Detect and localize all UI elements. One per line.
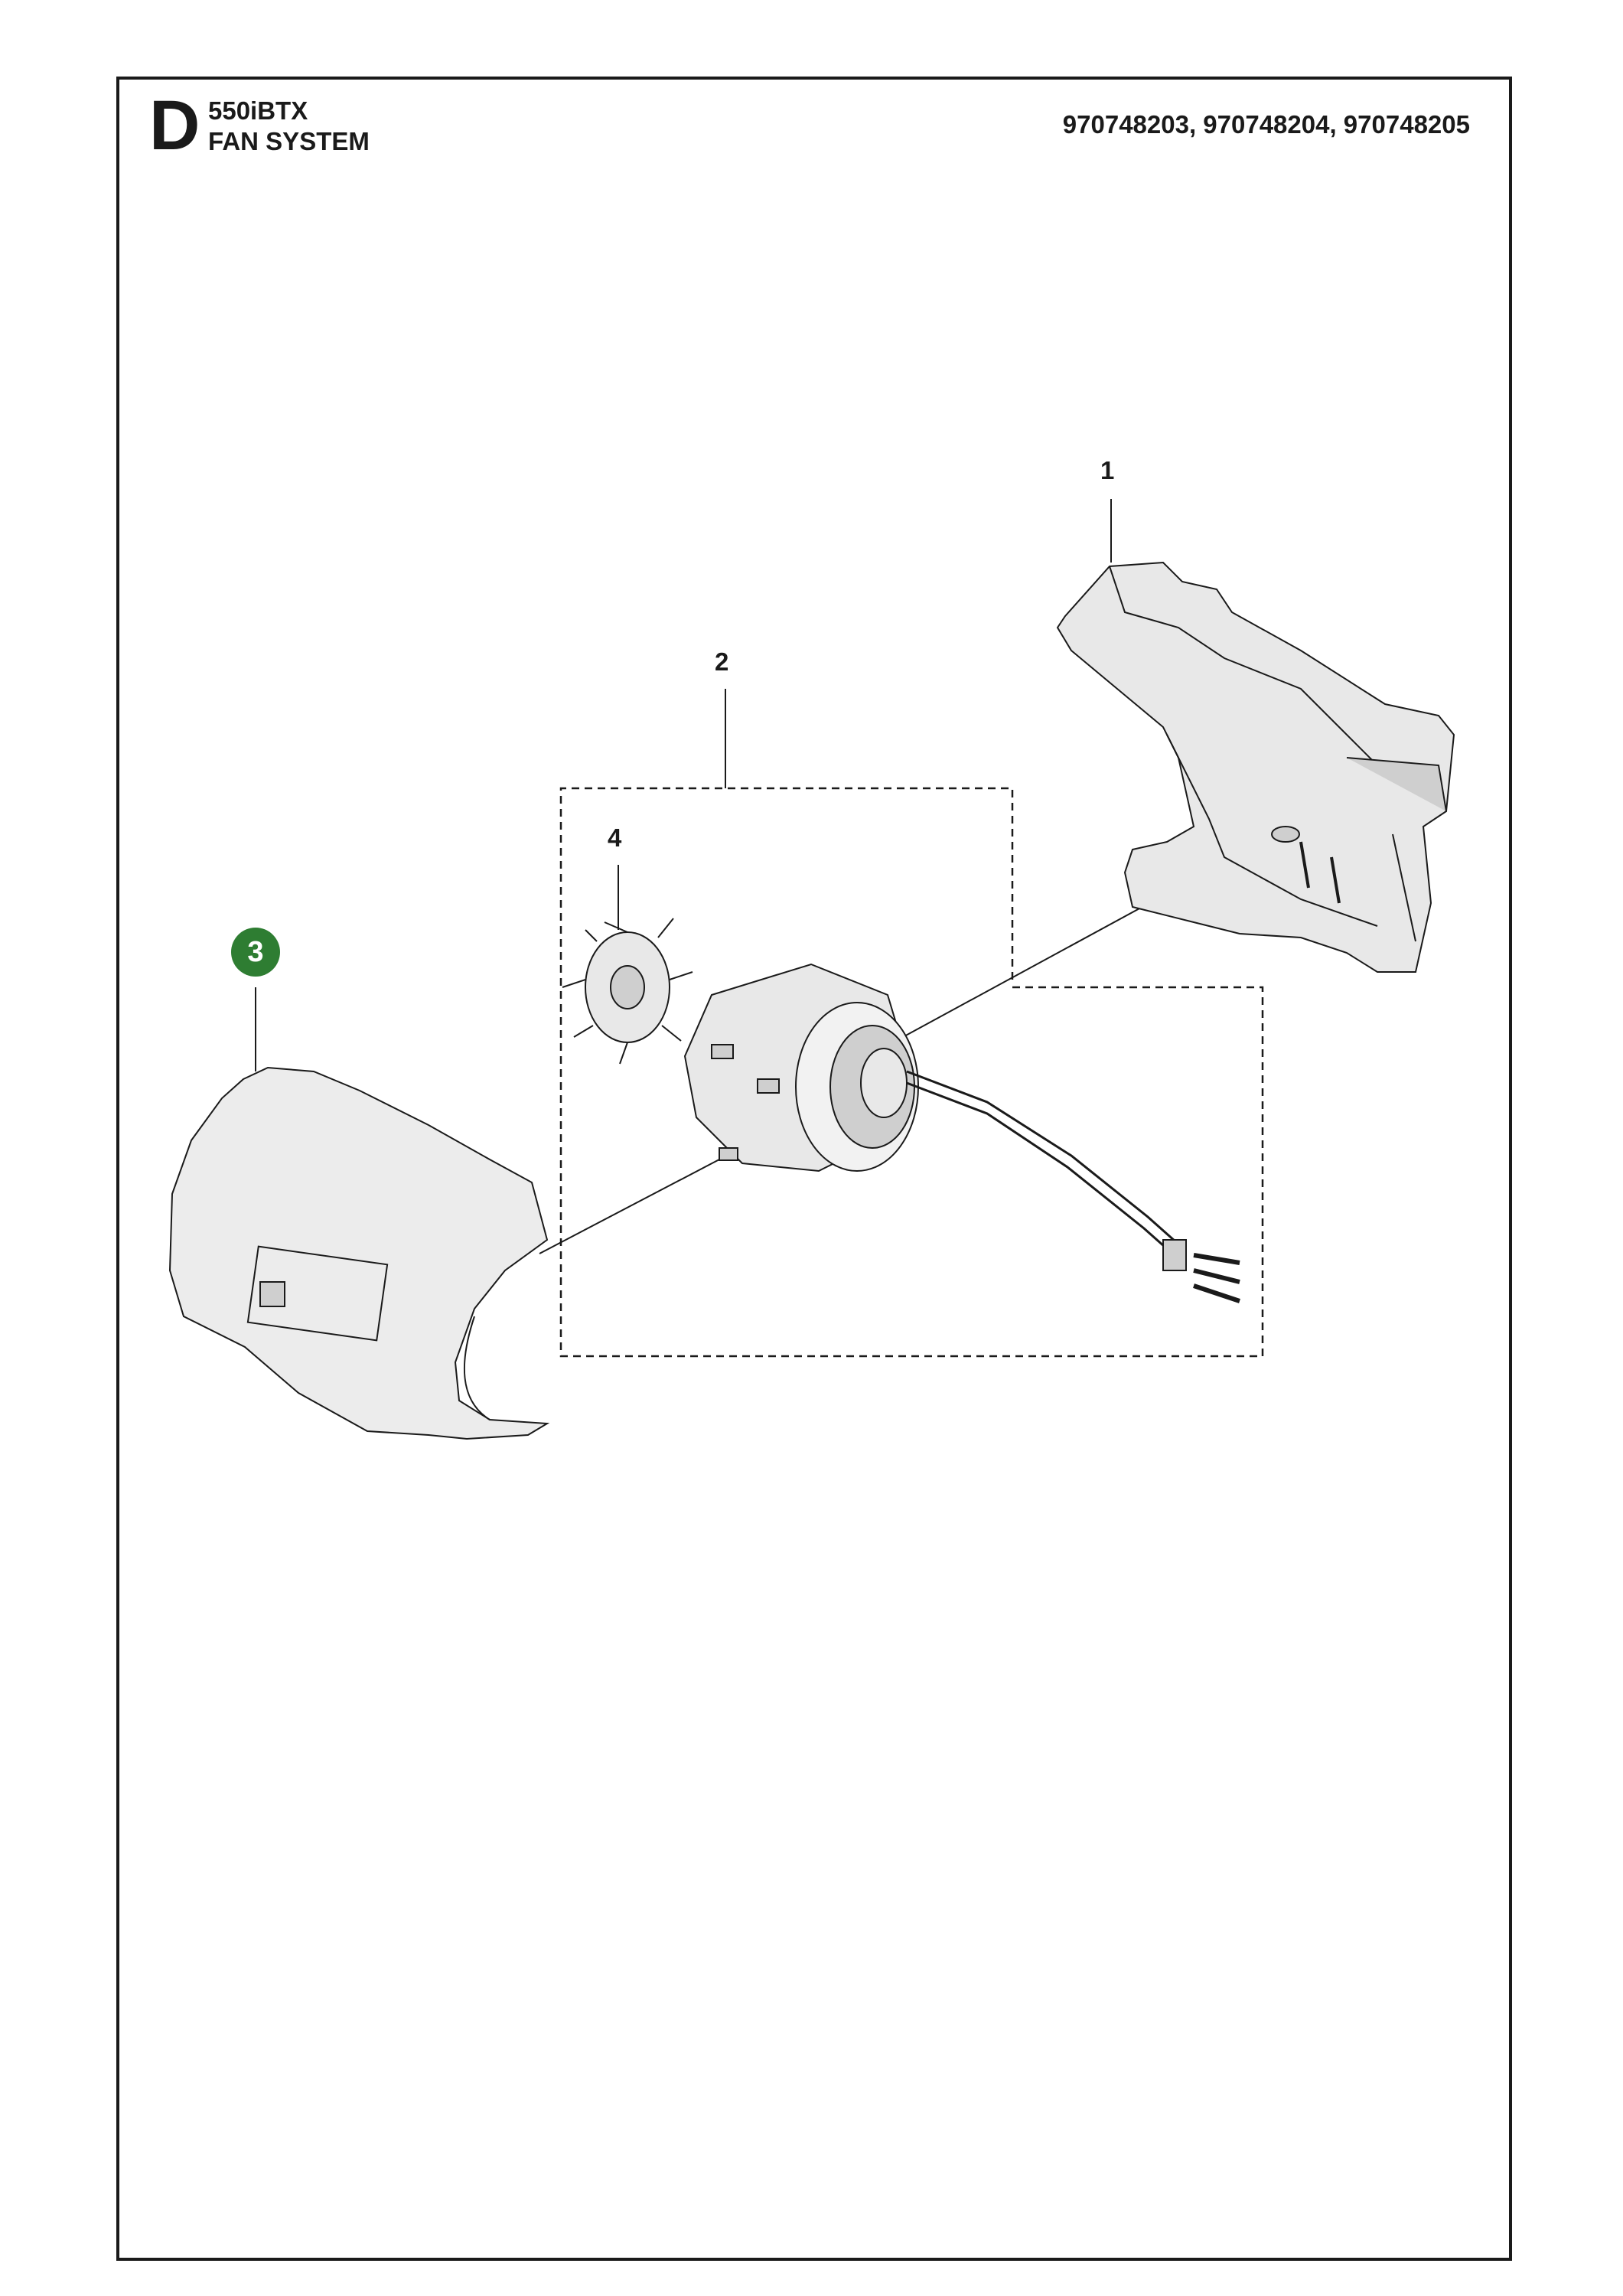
part-2-motor (683, 963, 1240, 1303)
part-4-fan-impeller (562, 918, 693, 1065)
assembly-2-dashed-box (559, 787, 1264, 1358)
callout-2: 2 (715, 647, 729, 676)
part-1-housing (1056, 561, 1455, 973)
callout-4: 4 (608, 823, 622, 852)
model-name: 550iBTX (208, 96, 308, 125)
part-3-cover (168, 1066, 550, 1440)
section-letter: D (149, 86, 200, 165)
callout-3-highlighted[interactable]: 3 (231, 928, 280, 977)
part-numbers: 970748203, 970748204, 970748205 (1062, 110, 1470, 139)
diagram-title: FAN SYSTEM (208, 127, 370, 155)
assembly-line-lower (539, 1159, 720, 1254)
diagram-frame (116, 77, 1512, 2261)
callout-1: 1 (1100, 456, 1115, 484)
